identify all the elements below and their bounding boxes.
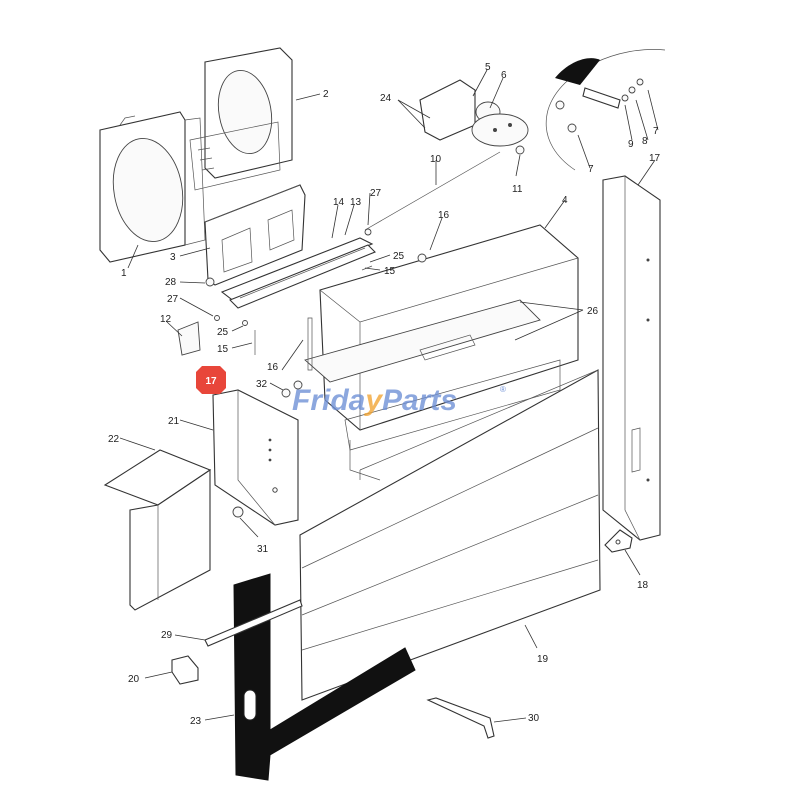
part-17-rail — [602, 175, 661, 541]
callout-27b: 27 — [167, 294, 179, 305]
callout-20: 20 — [128, 674, 140, 685]
watermark-part4: Parts — [382, 384, 457, 417]
callout-10: 10 — [430, 154, 442, 165]
part-1-shroud — [99, 111, 206, 263]
watermark-part3: y — [363, 384, 383, 417]
callout-16b: 16 — [267, 362, 279, 373]
callout-31: 31 — [257, 544, 269, 555]
callout-29: 29 — [161, 630, 173, 641]
callout-12: 12 — [160, 314, 172, 325]
callout-8: 8 — [642, 136, 648, 147]
part-29-strip — [204, 599, 303, 647]
callout-17: 17 — [649, 153, 661, 164]
watermark-part2: a — [349, 384, 366, 417]
callout-14: 14 — [333, 197, 345, 208]
callout-30: 30 — [528, 713, 540, 724]
highlight-badge-label: 17 — [205, 376, 217, 387]
part-2-shroud — [189, 47, 293, 191]
detail-hardware — [545, 49, 666, 171]
callout-23: 23 — [190, 716, 202, 727]
callout-1: 1 — [121, 268, 127, 279]
callout-15a: 15 — [384, 266, 396, 277]
callout-2: 2 — [323, 89, 329, 100]
callout-16a: 16 — [438, 210, 450, 221]
small-hardware — [177, 145, 525, 518]
callout-6: 6 — [501, 70, 507, 81]
callout-22: 22 — [108, 434, 120, 445]
svg-text:FridayParts: FridayParts — [292, 384, 457, 417]
part-10-rod — [364, 151, 501, 231]
part-13-14-rail — [220, 237, 376, 309]
part-20-bracket — [171, 655, 199, 685]
callout-9: 9 — [628, 139, 634, 150]
part-4-housing — [304, 224, 579, 481]
part-19-panel — [299, 369, 601, 701]
callout-24: 24 — [380, 93, 392, 104]
callout-5: 5 — [485, 62, 491, 73]
callout-11: 11 — [512, 184, 523, 195]
part-21-bracket — [212, 389, 299, 526]
highlight-badge[interactable]: 17 — [196, 366, 226, 394]
callout-26: 26 — [587, 306, 599, 317]
callout-labels: 1 2 3 4 5 6 7 7 8 9 10 11 12 13 14 15 15… — [108, 62, 661, 727]
part-23-frame — [233, 573, 416, 781]
callout-25b: 25 — [217, 327, 229, 338]
callout-7b: 7 — [653, 126, 659, 137]
callout-28: 28 — [165, 277, 177, 288]
leader-lines — [119, 69, 659, 723]
part-18-foot — [604, 529, 633, 553]
callout-25a: 25 — [393, 251, 405, 262]
callout-13: 13 — [350, 197, 362, 208]
callout-7a: 7 — [588, 164, 594, 175]
callout-4: 4 — [562, 195, 568, 206]
watermark-registered: ® — [500, 385, 506, 394]
watermark-part1: Frid — [292, 384, 349, 417]
callout-18: 18 — [637, 580, 649, 591]
callout-19: 19 — [537, 654, 549, 665]
callout-21: 21 — [168, 416, 180, 427]
callout-15b: 15 — [217, 344, 229, 355]
part-22-cover — [103, 449, 212, 611]
callout-32: 32 — [256, 379, 268, 390]
callout-3: 3 — [170, 252, 176, 263]
part-30-lever — [426, 697, 495, 739]
part-5-6-motor — [419, 79, 529, 147]
callout-27a: 27 — [370, 188, 382, 199]
watermark: FridayParts ® — [292, 384, 506, 417]
